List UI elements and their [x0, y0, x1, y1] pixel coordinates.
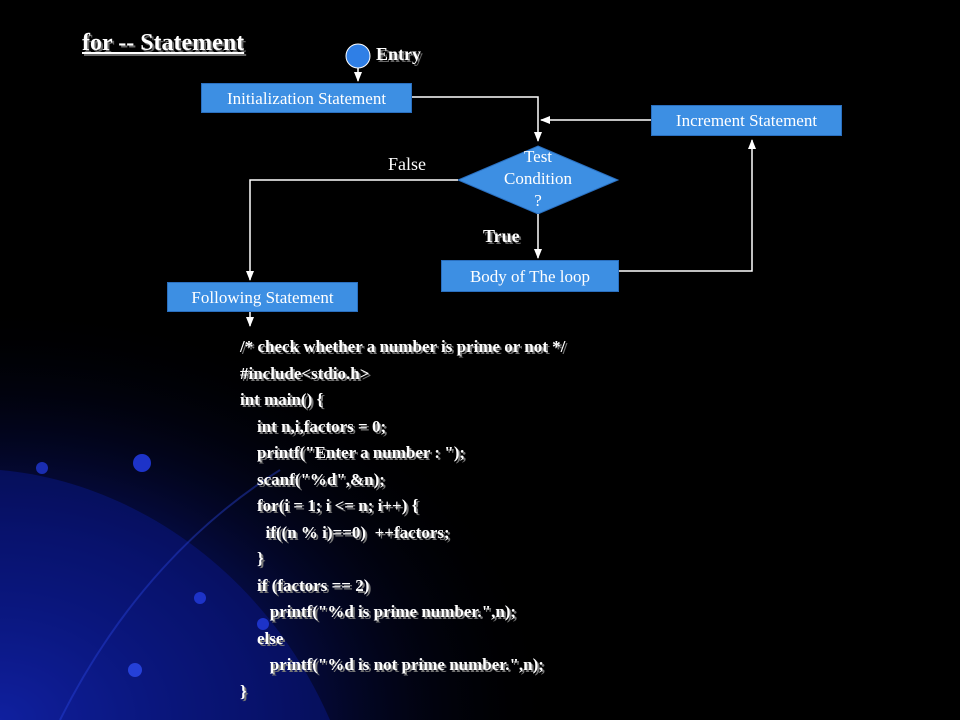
decor-orb [128, 663, 142, 677]
code-line: printf("%d is prime number.",n); [240, 602, 517, 621]
entry-node [345, 43, 371, 69]
code-line: int main() { [240, 390, 324, 409]
code-line: scanf("%d",&n); [240, 469, 385, 489]
decor-orb [257, 618, 269, 630]
code-block: /* check whether a number is prime or no… [240, 334, 565, 705]
code-line: printf("%d is not prime number.",n); [240, 655, 544, 674]
false-label: False [388, 154, 426, 174]
code-line: /* check whether a number is prime or no… [240, 337, 566, 356]
condition-line: Condition [503, 169, 572, 188]
slide-title: for -- Statement [82, 30, 245, 56]
code-line: printf("Enter a number : "); [240, 443, 466, 462]
code-line: int n,i,factors = 0; [240, 416, 387, 436]
code-line: if (factors == 2) [240, 575, 370, 595]
increment-statement-box: Increment Statement [651, 105, 842, 136]
initialization-statement-box: Initialization Statement [201, 83, 412, 113]
condition-line: Test [523, 147, 553, 166]
decor-orb [133, 454, 151, 472]
code-line: } [240, 549, 264, 568]
test-condition-text: Test Condition ? [483, 146, 593, 212]
code-line: for(i = 1; i <= n; i++) { [240, 496, 419, 515]
body-of-loop-box: Body of The loop [441, 260, 619, 292]
entry-label: Entry [376, 44, 421, 64]
condition-line: ? [534, 191, 542, 210]
true-label: True [483, 226, 520, 246]
code-line: } [240, 681, 247, 701]
code-line: if((n % i)==0) ++factors; [240, 522, 450, 542]
decor-orb [36, 462, 48, 474]
code-line: else [240, 628, 284, 648]
code-line: #include<stdio.h> [240, 363, 370, 383]
following-statement-box: Following Statement [167, 282, 358, 312]
decor-orb [194, 592, 206, 604]
